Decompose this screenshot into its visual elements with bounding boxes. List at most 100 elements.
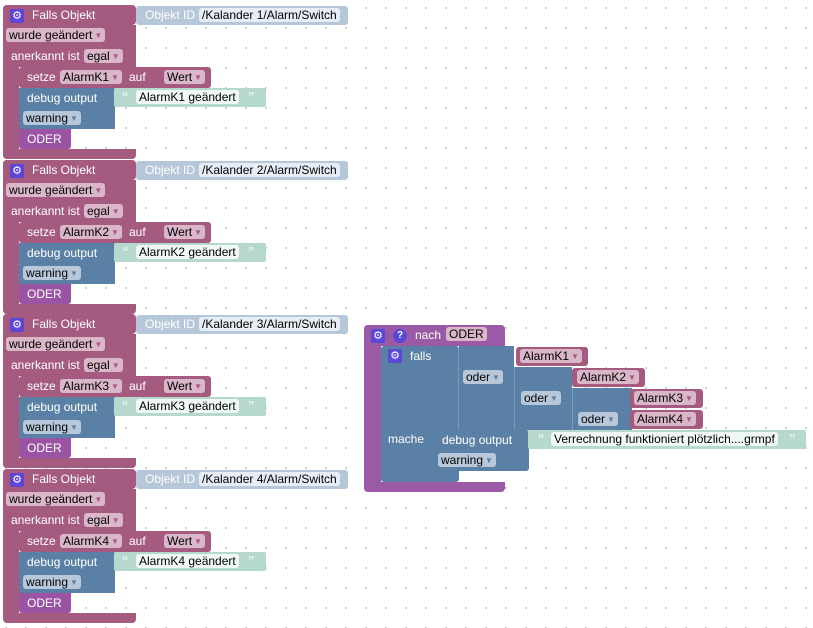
function-label: nach: [415, 328, 442, 342]
ack-dropdown[interactable]: egal▼: [84, 204, 123, 218]
variable-dropdown[interactable]: AlarmK2▼: [60, 225, 122, 239]
quote-open-icon: “: [538, 431, 545, 446]
gear-icon[interactable]: ⚙: [10, 9, 24, 23]
set-label: setze: [27, 225, 56, 239]
ack-dropdown[interactable]: egal▼: [84, 513, 123, 527]
trigger-header[interactable]: [3, 5, 136, 25]
chevron-down-icon: ▼: [111, 73, 119, 82]
function-call-block[interactable]: [19, 284, 71, 304]
value-dropdown[interactable]: Wert▼: [164, 70, 206, 84]
object-id-block[interactable]: Objekt ID /Kalander 1/Alarm/Switch: [136, 6, 348, 25]
change-dropdown[interactable]: wurde geändert▼: [6, 28, 106, 42]
text-value[interactable]: AlarmK3 geändert: [136, 399, 239, 413]
to-label: auf: [129, 379, 146, 393]
change-dropdown[interactable]: wurde geändert▼: [6, 337, 106, 351]
debug-output-label: debug output: [442, 433, 513, 447]
trigger-header[interactable]: [3, 314, 136, 334]
value-dropdown[interactable]: Wert▼: [164, 379, 206, 393]
function-call-block[interactable]: [19, 438, 71, 458]
chevron-down-icon: ▼: [111, 537, 119, 546]
text-value[interactable]: AlarmK4 geändert: [136, 554, 239, 568]
change-dropdown[interactable]: wurde geändert▼: [6, 492, 106, 506]
trigger-footer: [3, 613, 136, 623]
chevron-down-icon: ▼: [111, 228, 119, 237]
or-label: oder: [466, 370, 491, 384]
chevron-down-icon: ▼: [550, 394, 558, 403]
value-dropdown[interactable]: Wert▼: [164, 225, 206, 239]
trigger-title: Falls Objekt: [32, 317, 96, 331]
variable-dropdown[interactable]: AlarmK3▼: [634, 391, 696, 405]
level-dropdown[interactable]: warning▼: [438, 453, 496, 467]
text-block[interactable]: “ AlarmK3 geändert ”: [114, 397, 266, 416]
or-dropdown-2[interactable]: oder▼: [521, 391, 561, 405]
level-dropdown[interactable]: warning▼: [23, 575, 81, 589]
to-label: auf: [129, 70, 146, 84]
object-id-block[interactable]: Objekt ID /Kalander 4/Alarm/Switch: [136, 470, 348, 489]
chevron-down-icon: ▼: [94, 340, 103, 349]
gear-icon[interactable]: ⚙: [10, 473, 24, 487]
variable-dropdown[interactable]: AlarmK1▼: [60, 70, 122, 84]
object-id-block[interactable]: Objekt ID /Kalander 3/Alarm/Switch: [136, 315, 348, 334]
text-value[interactable]: Verrechnung funktioniert plötzlich....gr…: [551, 432, 778, 446]
function-call-block[interactable]: [19, 593, 71, 613]
or-label: oder: [524, 391, 549, 405]
object-id-block[interactable]: Objekt ID /Kalander 2/Alarm/Switch: [136, 161, 348, 180]
value-dropdown[interactable]: Wert▼: [164, 534, 206, 548]
change-dropdown[interactable]: wurde geändert▼: [6, 183, 106, 197]
text-value[interactable]: AlarmK2 geändert: [136, 245, 239, 259]
gear-icon[interactable]: ⚙: [388, 349, 402, 363]
level-dropdown[interactable]: warning▼: [23, 111, 81, 125]
ack-value: egal: [87, 513, 110, 527]
variable-name: AlarmK2: [580, 370, 627, 384]
gear-icon[interactable]: ⚙: [10, 318, 24, 332]
gear-icon[interactable]: ⚙: [371, 329, 385, 343]
function-name-field[interactable]: ODER: [446, 327, 487, 341]
chevron-down-icon: ▼: [70, 269, 78, 278]
debug-output-label: debug output: [27, 555, 98, 569]
help-icon[interactable]: ?: [393, 329, 407, 343]
or-dropdown-3[interactable]: oder▼: [578, 412, 618, 426]
gear-icon[interactable]: ⚙: [10, 164, 24, 178]
level-dropdown[interactable]: warning▼: [23, 266, 81, 280]
change-value: wurde geändert: [9, 337, 93, 351]
or-dropdown-1[interactable]: oder▼: [463, 370, 503, 384]
object-id-value[interactable]: /Kalander 4/Alarm/Switch: [199, 472, 340, 486]
text-block[interactable]: “ AlarmK2 geändert ”: [114, 243, 266, 262]
chevron-down-icon: ▼: [607, 415, 615, 424]
text-block[interactable]: “ Verrechnung funktioniert plötzlich....…: [528, 430, 806, 449]
or-block-1[interactable]: [459, 346, 514, 430]
object-id-value[interactable]: /Kalander 3/Alarm/Switch: [199, 317, 340, 331]
variable-dropdown[interactable]: AlarmK4▼: [60, 534, 122, 548]
variable-dropdown[interactable]: AlarmK1▼: [520, 349, 582, 363]
function-call-block[interactable]: [19, 129, 71, 149]
debug-output-label: debug output: [27, 246, 98, 260]
chevron-down-icon: ▼: [685, 415, 693, 424]
variable-dropdown[interactable]: AlarmK2▼: [577, 370, 639, 384]
chevron-down-icon: ▼: [194, 537, 203, 546]
ack-label: anerkannt ist: [11, 204, 80, 218]
trigger-header[interactable]: [3, 160, 136, 180]
object-id-label: Objekt ID: [145, 8, 196, 22]
trigger-footer: [3, 149, 136, 159]
level-dropdown[interactable]: warning▼: [23, 420, 81, 434]
level-value: warning: [26, 575, 69, 589]
ack-dropdown[interactable]: egal▼: [84, 49, 123, 63]
trigger-header[interactable]: [3, 469, 136, 489]
trigger-title: Falls Objekt: [32, 163, 96, 177]
function-body: [364, 325, 381, 492]
quote-close-icon: ”: [248, 553, 255, 568]
text-block[interactable]: “ AlarmK1 geändert ”: [114, 88, 266, 107]
chevron-down-icon: ▼: [94, 186, 103, 195]
ack-dropdown[interactable]: egal▼: [84, 358, 123, 372]
object-id-value[interactable]: /Kalander 2/Alarm/Switch: [199, 163, 340, 177]
text-value[interactable]: AlarmK1 geändert: [136, 90, 239, 104]
chevron-down-icon: ▼: [111, 361, 120, 370]
chevron-down-icon: ▼: [111, 516, 120, 525]
chevron-down-icon: ▼: [70, 114, 78, 123]
function-footer: [364, 482, 505, 492]
variable-dropdown[interactable]: AlarmK3▼: [60, 379, 122, 393]
text-block[interactable]: “ AlarmK4 geändert ”: [114, 552, 266, 571]
chevron-down-icon: ▼: [94, 495, 103, 504]
object-id-value[interactable]: /Kalander 1/Alarm/Switch: [199, 8, 340, 22]
variable-dropdown[interactable]: AlarmK4▼: [634, 412, 696, 426]
